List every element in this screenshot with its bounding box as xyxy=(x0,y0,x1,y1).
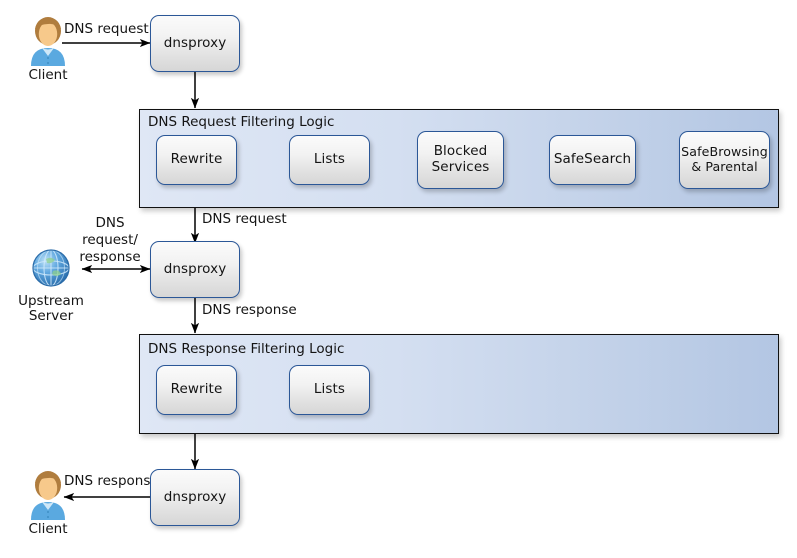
dnsproxy-top-label: dnsproxy xyxy=(163,34,227,51)
edge-label-request-filter-to-proxy: DNS request xyxy=(202,211,287,227)
stage-blocked-services-line1: Blocked xyxy=(433,143,488,160)
stage-rewrite-response-label: Rewrite xyxy=(170,381,223,398)
dnsproxy-bottom[interactable]: dnsproxy xyxy=(150,469,240,526)
client-top-caption: Client xyxy=(28,67,68,83)
dns-response-filtering-group xyxy=(139,334,779,434)
client-bottom-caption: Client xyxy=(28,521,68,537)
stage-lists-response[interactable]: Lists xyxy=(289,365,370,415)
dns-response-filtering-title: DNS Response Filtering Logic xyxy=(148,341,345,357)
stage-safebrowsing-parental-line1: SafeBrowsing xyxy=(681,144,768,160)
stage-safebrowsing-parental-line2: & Parental xyxy=(691,159,758,174)
stage-lists-request-label: Lists xyxy=(313,151,346,168)
edge-label-client-to-proxy: DNS request xyxy=(64,21,149,37)
dnsproxy-top[interactable]: dnsproxy xyxy=(150,15,240,72)
stage-safesearch[interactable]: SafeSearch xyxy=(549,135,636,185)
stage-safesearch-label: SafeSearch xyxy=(553,151,632,168)
stage-lists-request[interactable]: Lists xyxy=(289,135,370,185)
edge-label-upstream-line2: request/ xyxy=(82,232,138,248)
stage-rewrite-request[interactable]: Rewrite xyxy=(156,135,237,185)
edge-label-proxy-to-response-filter: DNS response xyxy=(202,302,297,318)
dnsproxy-bottom-label: dnsproxy xyxy=(163,488,227,505)
edge-label-proxy-to-client: DNS response xyxy=(64,473,159,489)
dns-request-filtering-title: DNS Request Filtering Logic xyxy=(148,114,335,130)
upstream-server-caption-line2: Server xyxy=(28,308,74,324)
globe-icon xyxy=(26,243,76,293)
stage-rewrite-response[interactable]: Rewrite xyxy=(156,365,237,415)
dnsproxy-middle-label: dnsproxy xyxy=(163,260,227,277)
stage-lists-response-label: Lists xyxy=(313,381,346,398)
stage-blocked-services-line2: Services xyxy=(431,159,490,175)
edge-label-upstream-line3: response xyxy=(79,249,141,265)
user-icon xyxy=(25,468,71,520)
stage-blocked-services[interactable]: Blocked Services xyxy=(417,131,504,189)
stage-safebrowsing-parental[interactable]: SafeBrowsing & Parental xyxy=(679,131,770,189)
dnsproxy-middle[interactable]: dnsproxy xyxy=(150,241,240,298)
stage-rewrite-request-label: Rewrite xyxy=(170,151,223,168)
upstream-server-caption-line1: Upstream xyxy=(18,293,84,309)
user-icon xyxy=(25,14,71,66)
edge-label-upstream-line1: DNS xyxy=(95,215,125,231)
